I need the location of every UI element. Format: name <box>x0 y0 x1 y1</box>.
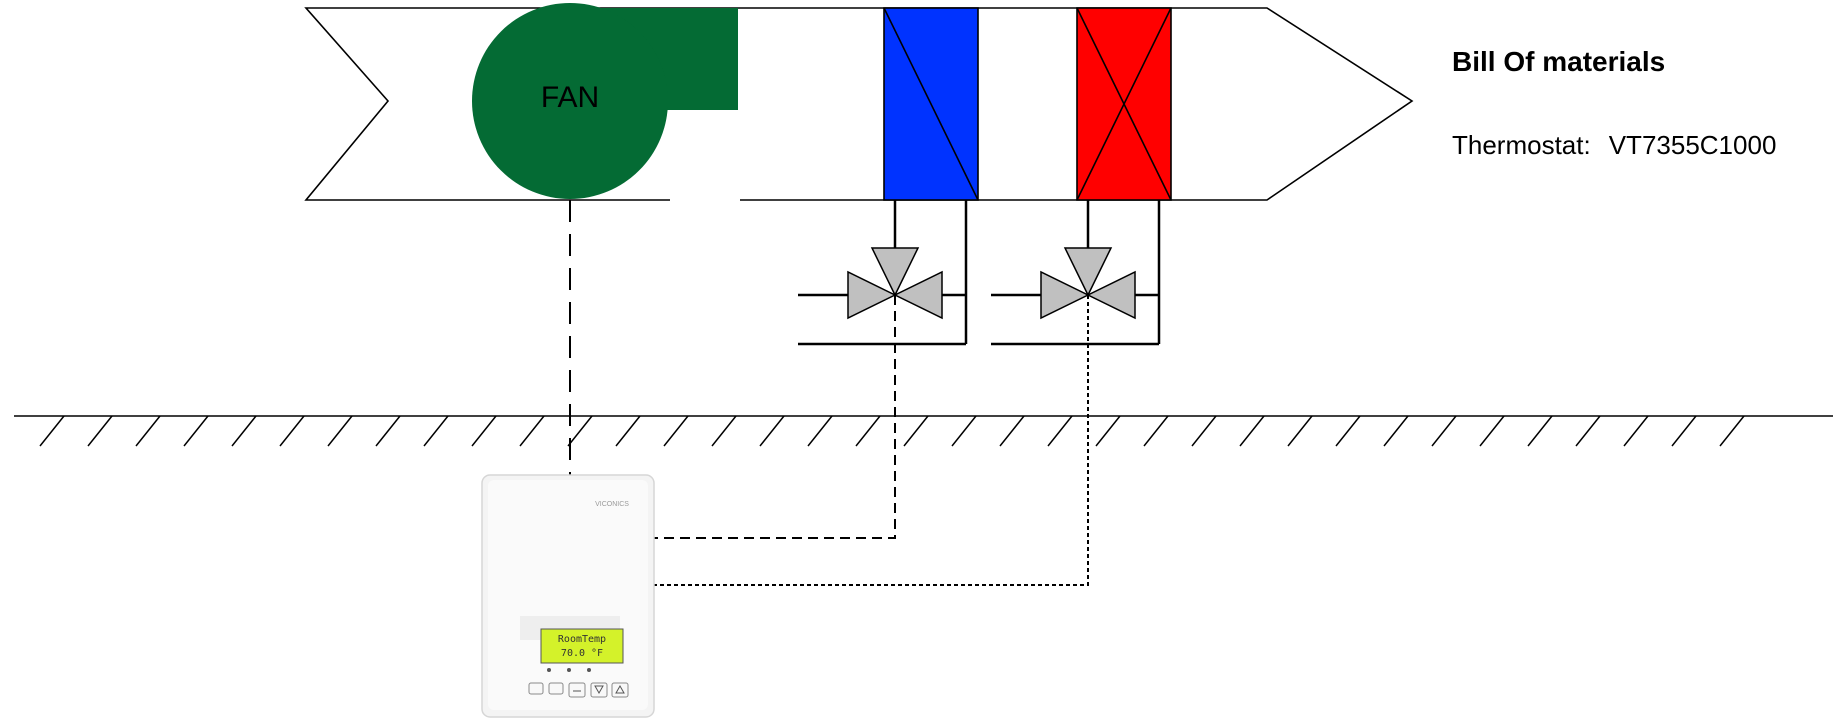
thermostat-lcd <box>540 628 624 664</box>
wall-hatch <box>39 415 65 447</box>
wall-hatch <box>1287 415 1313 447</box>
wall-hatch <box>903 415 929 447</box>
wall-hatch <box>711 415 737 447</box>
wall-hatch <box>1623 415 1649 447</box>
wall-hatch <box>1575 415 1601 447</box>
cooling-valve-piping <box>798 200 968 346</box>
bom-item-value: VT7355C1000 <box>1608 130 1777 160</box>
heating-valve-wire <box>650 295 1089 586</box>
wall-hatch <box>999 415 1025 447</box>
thermostat-leds <box>547 668 591 672</box>
wall-line <box>14 415 1833 447</box>
wall-hatch <box>1719 415 1745 447</box>
wall-hatch <box>87 415 113 447</box>
cooling-valve-icon <box>847 247 943 320</box>
down-arrow-icon <box>594 685 604 695</box>
heating-valve-icon <box>1040 247 1136 320</box>
wall-hatch <box>135 415 161 447</box>
wall-hatch <box>1479 415 1505 447</box>
bill-of-materials: Bill Of materials Thermostat: VT7355C1000 <box>1452 46 1776 161</box>
control-wiring <box>569 200 1089 586</box>
up-arrow-icon <box>615 684 625 694</box>
wall-hatch <box>1431 415 1457 447</box>
air-duct <box>304 7 1414 201</box>
heating-coil <box>1076 7 1172 201</box>
thermostat-buttons <box>528 682 629 698</box>
wall-hatch <box>423 415 449 447</box>
wall-hatch <box>231 415 257 447</box>
wall-hatch <box>279 415 305 447</box>
wall-hatch <box>519 415 545 447</box>
wall-hatch <box>951 415 977 447</box>
wall-hatch <box>1239 415 1265 447</box>
thermostat: VICONICS RoomTemp 70.0 °F <box>481 474 655 718</box>
bom-title: Bill Of materials <box>1452 46 1666 77</box>
heating-valve-piping <box>991 200 1161 346</box>
fan-label: FAN <box>541 81 599 114</box>
thermostat-lcd-line2: 70.0 °F <box>561 648 603 659</box>
bom-item-thermostat: Thermostat: VT7355C1000 <box>1452 130 1776 161</box>
wall-hatch <box>1191 415 1217 447</box>
wall-hatch <box>1095 415 1121 447</box>
bom-item-label: Thermostat: <box>1452 130 1591 160</box>
thermostat-lcd-line1: RoomTemp <box>558 634 606 645</box>
wall-hatch <box>375 415 401 447</box>
wall-hatch <box>1143 415 1169 447</box>
wall-hatch <box>855 415 881 447</box>
wall-hatch <box>1335 415 1361 447</box>
fan-housing <box>472 3 668 199</box>
wall-hatch <box>663 415 689 447</box>
wall-hatch <box>567 415 593 447</box>
fan: FAN <box>472 3 740 202</box>
thermostat-brand: VICONICS <box>595 501 629 508</box>
wall-hatch <box>1527 415 1553 447</box>
wall-hatch <box>183 415 209 447</box>
wall-hatch <box>1671 415 1697 447</box>
wall-hatch <box>1383 415 1409 447</box>
wall-hatch <box>1047 415 1073 447</box>
cooling-coil <box>883 7 979 201</box>
wall-hatch <box>615 415 641 447</box>
wall-hatch <box>471 415 497 447</box>
wall-hatch <box>759 415 785 447</box>
wall-hatch <box>807 415 833 447</box>
wall-hatch <box>327 415 353 447</box>
cooling-valve-wire <box>650 295 896 539</box>
